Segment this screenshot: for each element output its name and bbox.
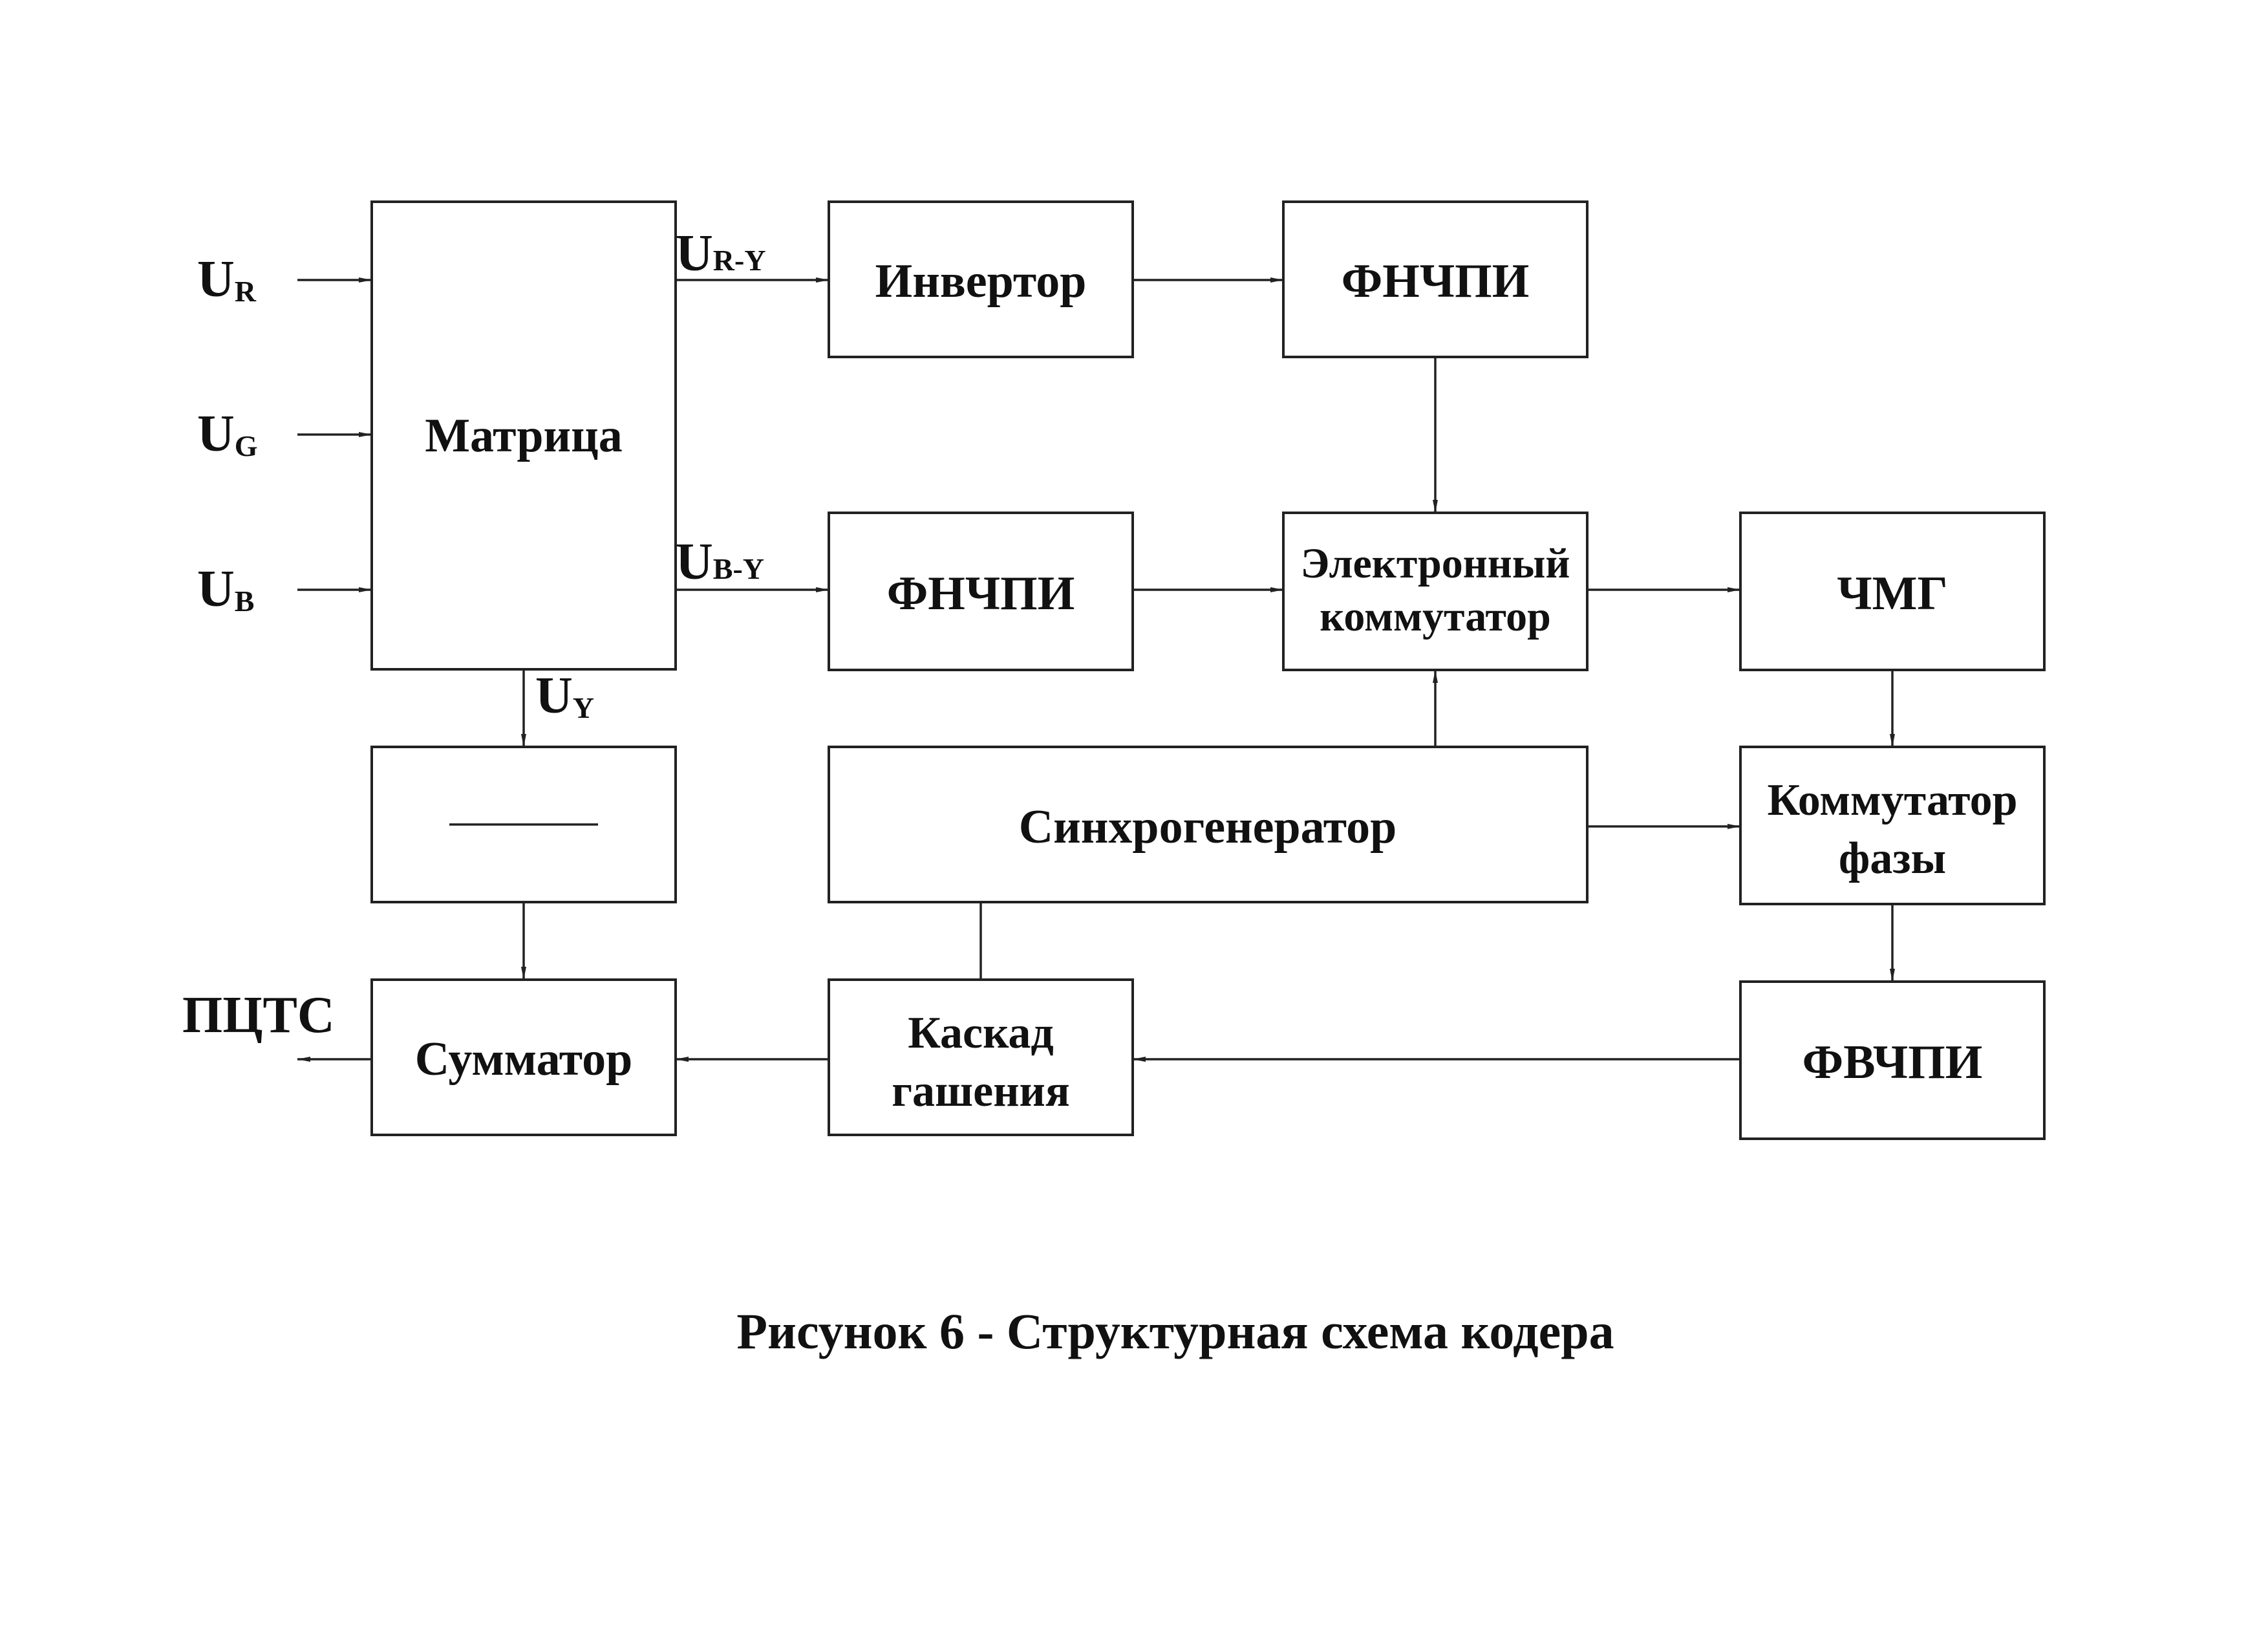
signal-ury-label: UR-Y (676, 225, 766, 282)
block-blanking-line2: гашения (892, 1066, 1070, 1116)
block-lpf-top-label: ФНЧПИ (1342, 255, 1530, 308)
block-adder: Сумматор (370, 978, 677, 1136)
signal-ub-label: UB (197, 561, 254, 618)
signal-uby-label: UB-Y (676, 534, 764, 590)
block-switch-line1: Электронный (1301, 540, 1570, 587)
block-lpf-top: ФНЧПИ (1282, 200, 1589, 358)
block-switch-line2: коммутатор (1320, 593, 1551, 640)
block-matrix: Матрица (370, 200, 677, 671)
block-lpf-mid-label: ФНЧПИ (887, 567, 1075, 620)
signal-ug-label: UG (197, 405, 258, 462)
block-hpf-label: ФВЧПИ (1803, 1036, 1983, 1089)
block-blanking-line1: Каскад (908, 1008, 1054, 1058)
block-blanking: Каскад гашения (828, 978, 1134, 1136)
block-sync-generator: Синхрогенератор (828, 746, 1589, 903)
block-adder-label: Сумматор (415, 1033, 633, 1086)
block-lpf-mid: ФНЧПИ (828, 512, 1134, 671)
signal-ur-label: UR (197, 251, 257, 308)
block-hpf: ФВЧПИ (1739, 980, 2046, 1140)
block-sync-generator-label: Синхрогенератор (1019, 801, 1397, 854)
figure-caption: Рисунок 6 - Структурная схема кодера (736, 1303, 1614, 1359)
signal-uy-label: UY (535, 667, 594, 724)
block-delay-line (370, 746, 677, 903)
block-phase-switch: Коммутатор фазы (1739, 746, 2046, 905)
block-inverter-label: Инвертор (875, 255, 1087, 308)
block-matrix-label: Матрица (425, 409, 623, 462)
block-phase-switch-line1: Коммутатор (1767, 775, 2017, 825)
signal-output-label: ПЦТС (182, 987, 335, 1044)
block-phase-switch-line2: фазы (1839, 834, 1946, 883)
block-electronic-switch: Электронный коммутатор (1282, 512, 1589, 671)
block-fm-generator-label: ЧМГ (1837, 567, 1947, 620)
block-inverter: Инвертор (828, 200, 1134, 358)
block-fm-generator: ЧМГ (1739, 512, 2046, 671)
